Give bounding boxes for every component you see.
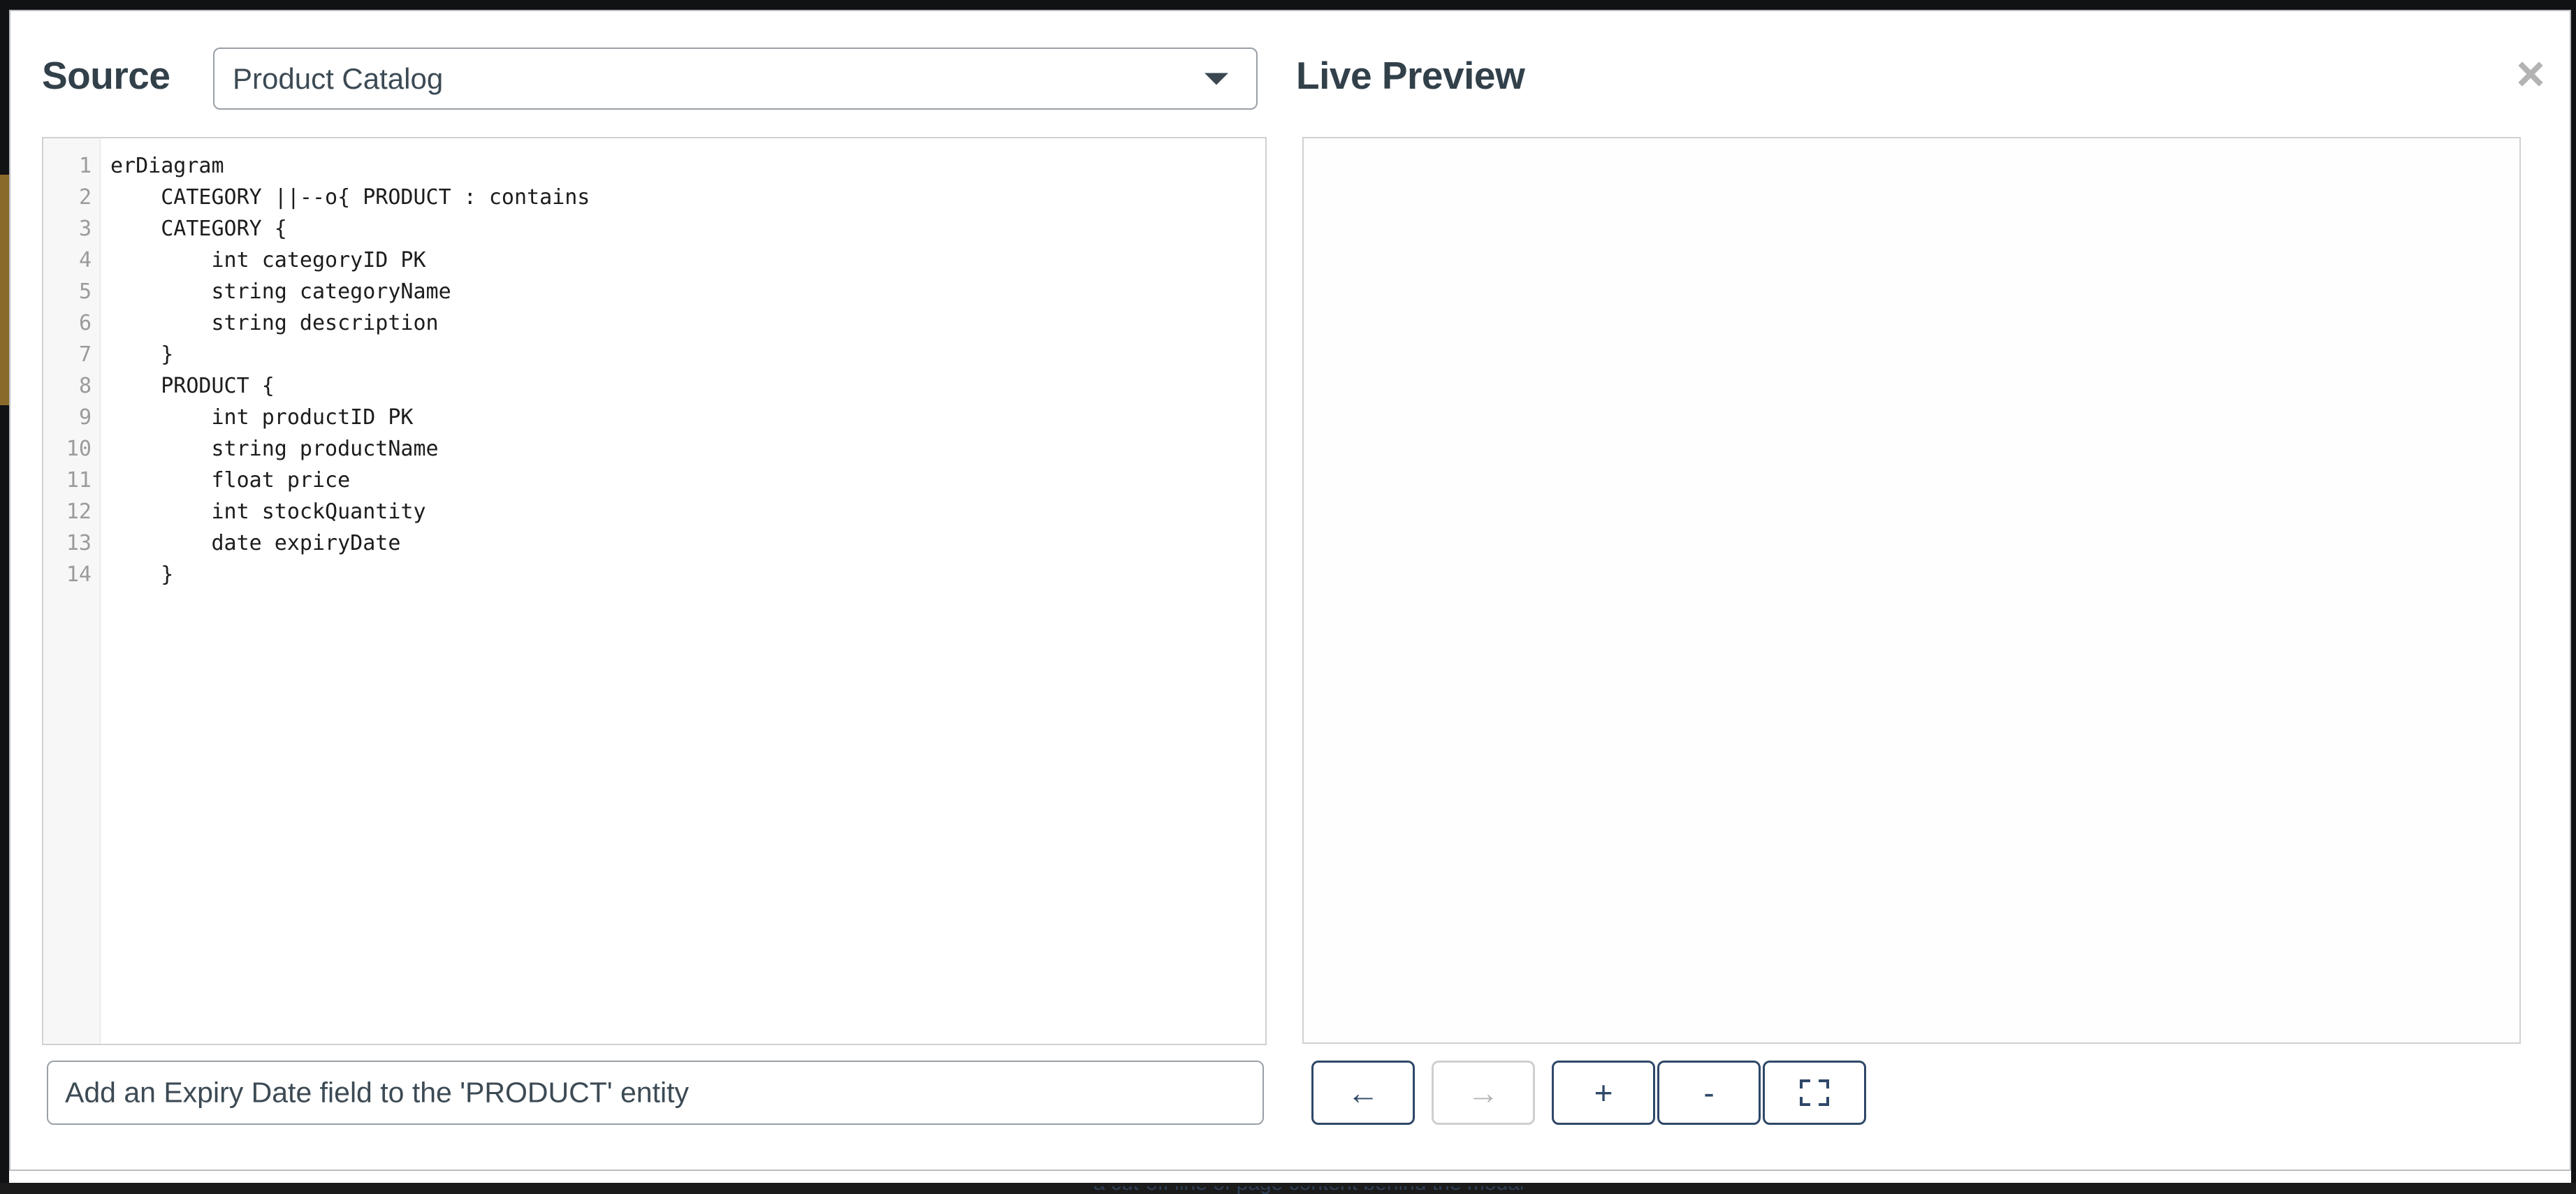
plus-icon: + [1594,1075,1613,1111]
source-select[interactable]: Product Catalog [213,48,1258,110]
editor-line-number: 3 [78,217,92,241]
window-frame-accent [0,175,9,405]
page-title-source: Source [42,54,170,97]
editor-code-line: float price [110,468,351,493]
prompt-input-value: Add an Expiry Date field to the 'PRODUCT… [65,1076,689,1109]
background-page-bleed: a cut-off line of page content behind th… [1093,1186,1582,1194]
minus-icon: - [1703,1075,1715,1111]
editor-line-number: 10 [66,437,92,461]
editor-code-line: int productID PK [110,405,414,430]
editor-line-number: 13 [66,531,92,555]
editor-code-line: } [110,342,174,367]
window-frame-top [0,0,2576,10]
prompt-input[interactable]: Add an Expiry Date field to the 'PRODUCT… [47,1061,1264,1125]
editor-line-number: 6 [78,311,92,335]
editor-line-number: 12 [66,500,92,524]
editor-code-line: CATEGORY ||--o{ PRODUCT : contains [110,185,590,210]
fit-to-screen-button[interactable] [1763,1061,1866,1125]
editor-code-line: } [110,562,174,587]
editor-line-number: 9 [78,405,92,430]
fit-screen-icon [1800,1079,1829,1106]
arrow-left-icon: ← [1347,1075,1379,1111]
close-icon[interactable] [2511,54,2550,94]
editor-line-number: 5 [78,279,92,304]
history-forward-button: → [1432,1061,1535,1125]
editor-line-number: 2 [78,185,92,210]
editor-code-line: string productName [110,437,439,461]
editor-line-number: 8 [78,374,92,398]
editor-code-line: string description [110,311,439,335]
editor-code-line: date expiryDate [110,531,401,555]
page-title-live-preview: Live Preview [1296,54,1525,97]
editor-line-number: 1 [78,154,92,178]
editor-code-line: int categoryID PK [110,248,426,272]
er-diagram: contains CATEGORYintcategoryIDPKstringca… [1304,138,2519,1042]
editor-line-number: 11 [66,468,92,493]
arrow-right-icon: → [1467,1075,1499,1111]
source-select-value: Product Catalog [233,61,444,95]
background-page-bleed-text: a cut-off line of page content behind th… [1093,1186,1582,1194]
editor-code-line: string categoryName [110,279,451,304]
history-back-button[interactable]: ← [1311,1061,1415,1125]
editor-code-line: PRODUCT { [110,374,275,398]
editor-code-line: CATEGORY { [110,217,287,241]
editor-line-number: 7 [78,342,92,367]
zoom-in-button[interactable]: + [1552,1061,1655,1125]
zoom-out-button[interactable]: - [1657,1061,1761,1125]
editor-code-line: int stockQuantity [110,500,426,524]
editor-line-number: 14 [66,562,92,587]
chevron-down-icon [1205,73,1228,85]
window-frame-right [2571,10,2576,1183]
editor-code-line: erDiagram [110,154,224,178]
editor-code-area[interactable]: erDiagram CATEGORY ||--o{ PRODUCT : cont… [101,138,1265,1044]
editor-line-number: 4 [78,248,92,272]
live-preview-panel[interactable]: contains CATEGORYintcategoryIDPKstringca… [1302,137,2521,1044]
